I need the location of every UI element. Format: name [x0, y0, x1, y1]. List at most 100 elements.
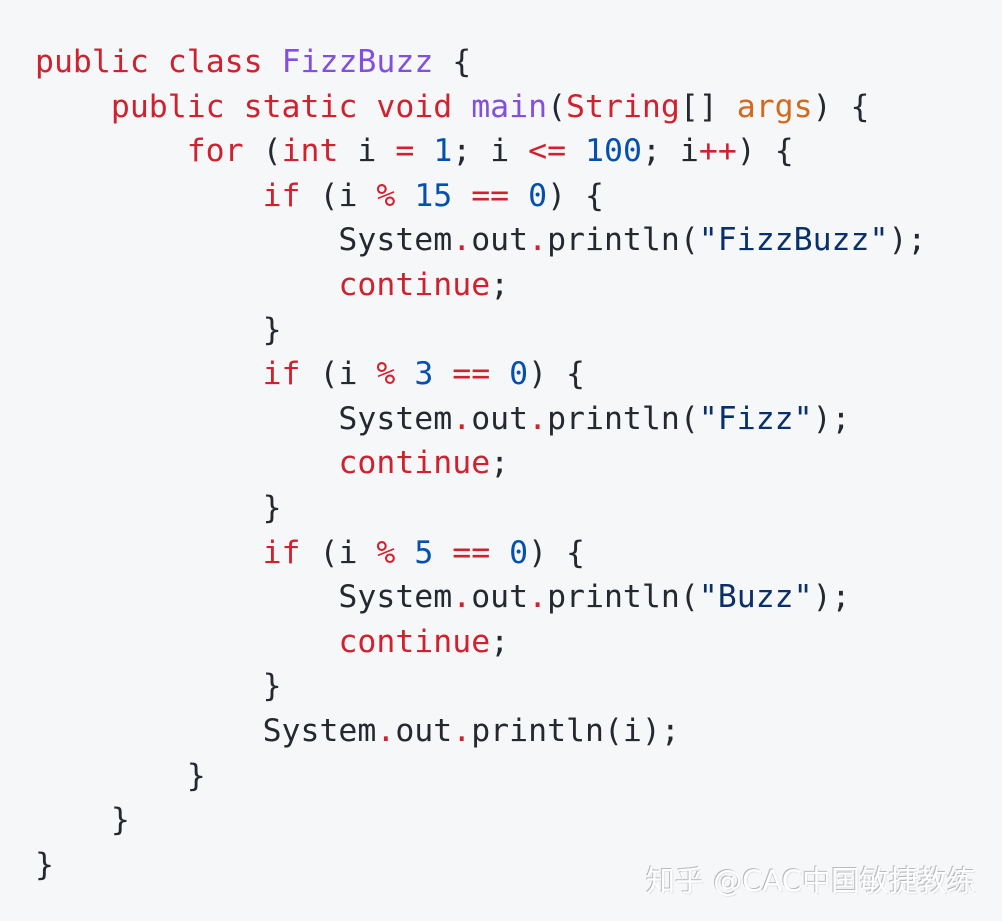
- code-token-plain: }: [35, 489, 282, 526]
- code-token-kw: if: [262, 534, 301, 571]
- code-token-dot: .: [528, 400, 548, 437]
- code-token-plain: [225, 89, 244, 125]
- code-token-num: 3: [414, 356, 434, 393]
- code-token-plain: (: [243, 133, 282, 170]
- code-token-plain: ) {: [528, 534, 586, 571]
- code-token-type: String: [566, 88, 680, 125]
- code-line: System.out.println("FizzBuzz");: [35, 218, 926, 263]
- code-token-plain: (i: [300, 534, 377, 571]
- code-token-num: 100: [585, 133, 642, 170]
- code-token-plain: [263, 44, 282, 80]
- code-token-plain: println(i);: [471, 712, 680, 749]
- code-line: }: [35, 754, 926, 799]
- code-token-plain: ) {: [736, 133, 794, 170]
- code-token-plain: }: [35, 846, 54, 883]
- code-token-plain: ; i: [452, 133, 529, 170]
- code-token-plain: [395, 535, 414, 571]
- code-token-plain: [452, 89, 471, 125]
- code-token-dot: .: [528, 222, 548, 259]
- code-token-num: 5: [414, 534, 434, 571]
- code-token-kw: public: [110, 88, 225, 125]
- code-token-op: =: [395, 133, 415, 170]
- code-token-num: 15: [414, 177, 453, 214]
- code-token-plain: [414, 133, 433, 169]
- code-token-plain: ) {: [547, 177, 604, 214]
- code-token-fn: main: [471, 88, 548, 125]
- code-token-str: "FizzBuzz": [698, 222, 889, 259]
- code-token-plain: System: [35, 222, 453, 259]
- code-token-num: 0: [509, 356, 529, 393]
- code-token-plain: (: [547, 88, 567, 125]
- code-token-plain: [35, 624, 338, 660]
- code-token-plain: ;: [490, 445, 510, 482]
- code-token-plain: [395, 178, 414, 214]
- code-line: if (i % 15 == 0) {: [35, 174, 926, 219]
- code-token-dot: .: [528, 579, 548, 616]
- code-token-plain: [35, 178, 263, 214]
- code-token-plain: [433, 356, 452, 392]
- code-line: continue;: [35, 263, 926, 308]
- code-token-plain: (i: [300, 177, 377, 214]
- code-token-op: %: [376, 177, 396, 214]
- code-token-plain: out: [471, 400, 529, 437]
- code-token-plain: [357, 89, 376, 125]
- code-line: public class FizzBuzz {: [35, 40, 926, 85]
- code-token-plain: [395, 356, 414, 392]
- code-token-kw: if: [262, 356, 301, 393]
- code-token-dot: .: [452, 579, 472, 616]
- code-token-plain: [452, 178, 471, 214]
- code-token-plain: );: [888, 222, 927, 259]
- code-token-plain: ) {: [812, 88, 870, 125]
- code-block: public class FizzBuzz { public static vo…: [35, 40, 926, 887]
- code-token-str: "Buzz": [698, 579, 813, 616]
- code-line: System.out.println("Fizz");: [35, 397, 926, 442]
- code-token-num: 0: [528, 177, 548, 214]
- code-line: }: [35, 308, 926, 353]
- code-token-plain: [35, 535, 263, 571]
- code-token-plain: [35, 356, 263, 392]
- code-token-plain: {: [433, 44, 472, 80]
- code-token-plain: [433, 535, 452, 571]
- code-line: if (i % 5 == 0) {: [35, 531, 926, 576]
- code-token-plain: [509, 178, 528, 214]
- code-token-plain: out: [395, 712, 453, 749]
- code-token-dot: .: [452, 712, 472, 749]
- code-token-num: 1: [433, 133, 453, 170]
- code-token-plain: [35, 133, 187, 169]
- code-token-op: ==: [471, 177, 510, 214]
- code-token-num: 0: [509, 534, 529, 571]
- code-token-kw: if: [262, 177, 301, 214]
- code-token-param: args: [736, 88, 813, 125]
- code-token-plain: []: [679, 88, 737, 125]
- code-token-plain: out: [471, 579, 529, 616]
- code-token-plain: i: [338, 133, 396, 170]
- code-token-plain: [490, 356, 509, 392]
- code-token-plain: );: [812, 579, 851, 616]
- code-token-op: ==: [452, 534, 491, 571]
- code-line: if (i % 3 == 0) {: [35, 352, 926, 397]
- code-token-cls: FizzBuzz: [281, 44, 434, 80]
- code-token-plain: System: [35, 712, 377, 749]
- code-token-dot: .: [376, 712, 396, 749]
- code-token-kw: continue: [338, 266, 491, 303]
- code-token-plain: [149, 44, 168, 80]
- code-line: }: [35, 664, 926, 709]
- code-token-plain: [35, 89, 111, 125]
- watermark-text: 知乎 @CAC中国敏捷教练: [645, 864, 976, 898]
- code-token-dot: .: [452, 222, 472, 259]
- code-token-plain: [35, 445, 338, 481]
- code-token-plain: System: [35, 400, 453, 437]
- code-token-plain: ;: [490, 266, 510, 303]
- code-token-kw: int: [281, 133, 339, 170]
- code-line: }: [35, 843, 926, 888]
- code-token-plain: }: [35, 668, 282, 705]
- code-line: continue;: [35, 620, 926, 665]
- code-token-plain: ;: [490, 623, 510, 660]
- code-line: System.out.println(i);: [35, 709, 926, 754]
- code-token-plain: ; i: [641, 133, 699, 170]
- code-token-kw: for: [186, 133, 244, 170]
- code-token-op: %: [376, 534, 396, 571]
- code-token-plain: [490, 535, 509, 571]
- code-token-plain: (i: [300, 356, 377, 393]
- code-token-plain: System: [35, 579, 453, 616]
